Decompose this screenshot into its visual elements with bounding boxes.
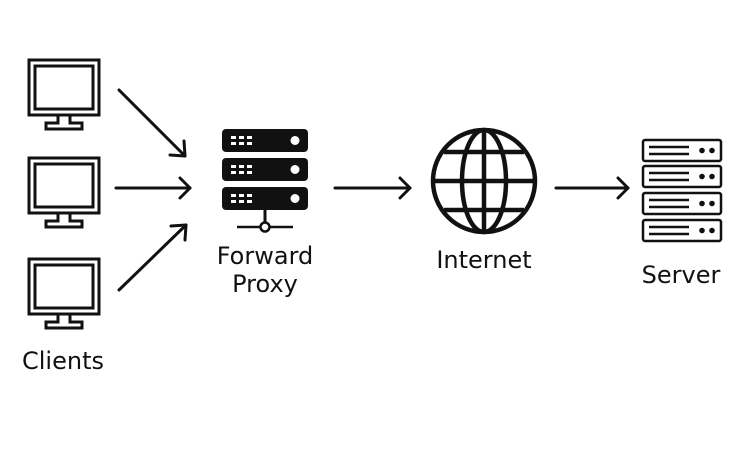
arrow-client-3-to-proxy: [117, 223, 188, 292]
arrow-client-2-to-proxy: [114, 176, 192, 200]
client-3-monitor-icon: [27, 257, 101, 330]
server-label: Server: [641, 261, 721, 289]
proxy-label-line-2: Proxy: [232, 270, 298, 298]
internet-label: Internet: [436, 246, 532, 274]
proxy-server-rack-icon: [222, 129, 308, 233]
arrow-internet-to-server: [554, 176, 630, 200]
arrow-client-1-to-proxy: [117, 88, 187, 158]
clients-label: Clients: [22, 347, 104, 375]
server-tower-icon: [641, 138, 723, 243]
arrow-proxy-to-internet: [333, 176, 412, 200]
client-1-monitor-icon: [27, 58, 101, 131]
client-2-monitor-icon: [27, 156, 101, 229]
internet-globe-icon: [430, 127, 538, 235]
proxy-label-line-1: Forward: [216, 242, 314, 270]
